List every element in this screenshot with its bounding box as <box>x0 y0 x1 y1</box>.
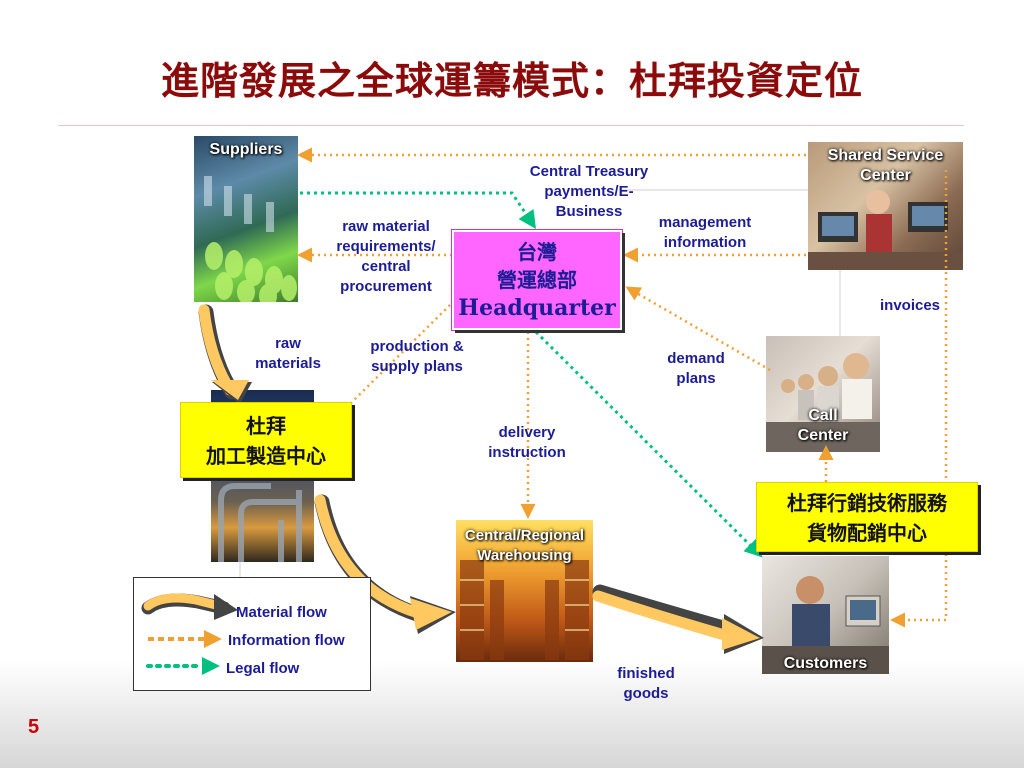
hq-line3: Headquarter <box>458 295 616 321</box>
dist-line2: 貨物配銷中心 <box>807 521 927 545</box>
hq-line2: 營運總部 <box>497 268 577 292</box>
invoices-flow <box>890 170 948 628</box>
customers-photo: Customers <box>762 556 889 674</box>
distribution-center-box: 杜拜行銷技術服務 貨物配銷中心 <box>756 482 978 552</box>
warehousing-label: Central/Regional Warehousing <box>456 526 593 566</box>
suppliers-label: Suppliers <box>209 141 283 158</box>
legend: Material flow Information flow Legal flo… <box>133 577 371 691</box>
connector-lines <box>239 189 841 577</box>
legend-information: Information flow <box>228 632 345 649</box>
dist-line1: 杜拜行銷技術服務 <box>787 491 947 515</box>
call-center-label: Call Center <box>766 406 880 446</box>
legend-swatches <box>141 593 238 675</box>
demand-plans-label: demand plans <box>667 350 725 387</box>
bottles-graphic <box>204 176 297 302</box>
legend-legal: Legal flow <box>226 660 300 677</box>
page-number: 5 <box>28 716 40 738</box>
manufacturing-center-box: 杜拜 加工製造中心 <box>180 402 352 478</box>
shared-service-photo: Shared Service Center <box>808 142 963 270</box>
material-flow-swatch <box>141 593 238 620</box>
mfg-line1: 杜拜 <box>246 414 286 438</box>
legal-flow-swatch <box>146 657 220 675</box>
operators-graphic <box>766 353 880 452</box>
raw-material-req-label: raw material requirements/ central procu… <box>336 218 436 295</box>
shared-service-label: Shared Service Center <box>827 147 944 184</box>
production-plans-label: production & supply plans <box>370 338 464 375</box>
warehouse-photo: Central/Regional Warehousing <box>456 520 593 662</box>
suppliers-to-hq-legal <box>300 191 536 229</box>
warehousing-text: Central/Regional Warehousing <box>464 527 585 564</box>
pipes-graphic <box>218 483 302 562</box>
information-flows <box>297 147 948 628</box>
customers-label: Customers <box>783 655 868 672</box>
legal-flows <box>300 191 763 558</box>
central-treasury-label: Central Treasury payments/E-Business <box>529 163 649 220</box>
office-graphic <box>808 190 963 270</box>
information-flow-swatch <box>148 630 222 648</box>
title-divider <box>58 125 964 126</box>
delivery-instruction-label: delivery instruction <box>488 424 566 461</box>
raw-materials-label: raw materials <box>255 335 321 372</box>
suppliers-photo: Suppliers <box>194 136 298 302</box>
management-info-label: management information <box>658 214 752 251</box>
page-title: 進階發展之全球運籌模式：杜拜投資定位 <box>160 58 863 103</box>
finished-goods-label: finished goods <box>617 665 675 702</box>
customer-graphic <box>762 576 889 674</box>
invoices-label: invoices <box>879 297 941 314</box>
hq-line1: 台灣 <box>517 240 557 264</box>
legend-material: Material flow <box>236 604 327 621</box>
call-center-text: Call Center <box>797 407 849 444</box>
shelves-graphic <box>460 560 589 660</box>
headquarter-box: 台灣 營運總部 Headquarter <box>452 230 622 330</box>
mfg-line2: 加工製造中心 <box>206 444 326 468</box>
call-center-photo: Call Center <box>766 336 880 452</box>
material-flows <box>198 304 764 654</box>
